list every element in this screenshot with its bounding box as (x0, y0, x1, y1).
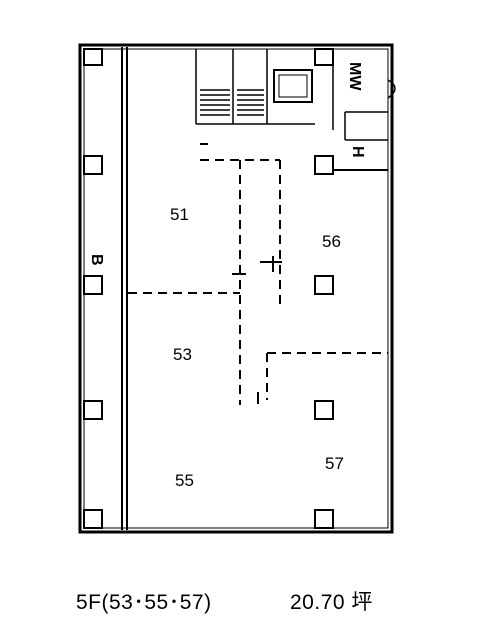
floor-area: 20.70 坪 (290, 591, 373, 614)
room-label-55: 55 (175, 471, 194, 490)
stair-core (195, 49, 315, 125)
floor-units: 5F(53･55･57) (76, 591, 212, 614)
outer-walls (78, 43, 394, 534)
columns (83, 48, 334, 529)
elevator (273, 69, 313, 103)
restroom-core (332, 49, 396, 171)
floor-plan: 51 53 55 56 57 B MW H (78, 43, 396, 534)
partitions (128, 159, 388, 405)
floor-caption: 5F(53･55･57) 20.70 坪 (0, 586, 480, 626)
room-label-53: 53 (173, 345, 192, 364)
room-label-56: 56 (322, 232, 341, 251)
room-label-57: 57 (325, 454, 344, 473)
corridor-label-b: B (88, 254, 105, 266)
corridor-walls (121, 47, 128, 530)
restroom-label-mw: MW (346, 62, 363, 91)
door-marks (200, 143, 282, 404)
label-h: H (349, 146, 366, 158)
room-label-51: 51 (170, 205, 189, 224)
